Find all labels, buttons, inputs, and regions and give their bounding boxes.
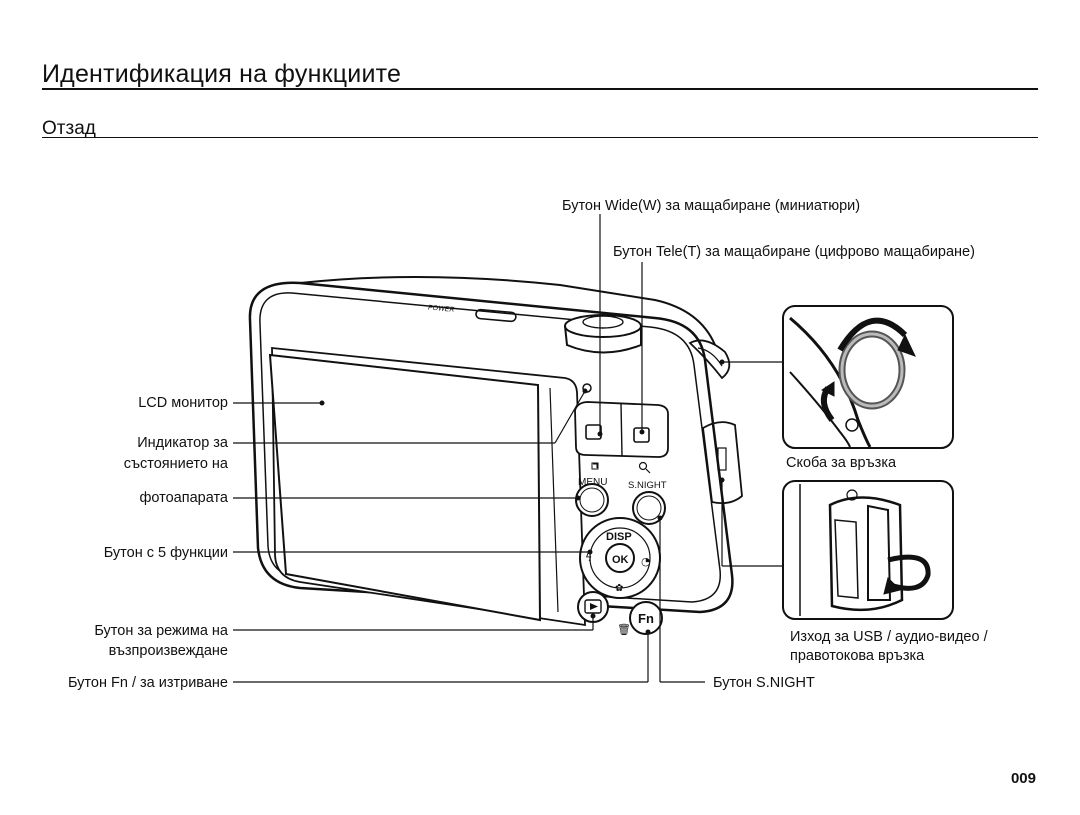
ok-label: OK bbox=[612, 554, 629, 566]
status-lamp-callout-line3: фотоапарата bbox=[139, 490, 228, 506]
snight-button bbox=[632, 491, 666, 525]
section-title: Отзад bbox=[42, 118, 96, 139]
status-lamp-callout-line2: състоянието на bbox=[123, 456, 228, 472]
usb-callout-line2: правотокова връзка bbox=[790, 648, 925, 664]
fn-label: Fn bbox=[638, 611, 654, 626]
five-function-callout: Бутон с 5 функции bbox=[103, 545, 228, 561]
strap-callout: Скоба за връзка bbox=[786, 455, 897, 471]
tele-zoom-callout: Бутон Tele(T) за мащабиране (цифрово мащ… bbox=[613, 244, 975, 260]
power-label: POWER bbox=[428, 305, 455, 314]
status-lamp-callout-line1: Индикатор за bbox=[137, 435, 228, 451]
usb-callout-line1: Изход за USB / аудио-видео / bbox=[790, 629, 988, 645]
thumbnail-icon bbox=[591, 462, 599, 470]
fn-callout: Бутон Fn / за изтриване bbox=[67, 675, 228, 691]
page-title: Идентификация на функциите bbox=[42, 60, 402, 88]
section-rule bbox=[42, 137, 1038, 138]
page-number: 009 bbox=[1010, 770, 1036, 787]
lcd-monitor bbox=[268, 347, 586, 627]
zoom-buttons bbox=[574, 401, 669, 474]
macro-icon: ✿ bbox=[615, 583, 623, 594]
wide-zoom-callout: Бутон Wide(W) за мащабиране (миниатюри) bbox=[562, 198, 861, 214]
playback-callout-line1: Бутон за режима на bbox=[94, 623, 228, 639]
menu-label: MENU bbox=[578, 477, 607, 488]
timer-icon: ◔ bbox=[641, 555, 651, 568]
usb-inset bbox=[782, 480, 954, 620]
fn-button bbox=[629, 601, 663, 635]
playback-callout-line2: възпроизвеждане bbox=[108, 643, 228, 659]
flash-icon: ϟ bbox=[585, 551, 592, 564]
snight-label: S.NIGHT bbox=[628, 480, 667, 491]
magnify-icon bbox=[638, 461, 648, 471]
title-rule bbox=[42, 88, 1038, 90]
lcd-callout: LCD монитор bbox=[138, 395, 228, 411]
play-button bbox=[577, 591, 609, 623]
strap-inset bbox=[782, 305, 954, 449]
callout-lines bbox=[233, 214, 783, 683]
snight-callout: Бутон S.NIGHT bbox=[713, 675, 815, 691]
menu-button bbox=[575, 483, 609, 517]
disp-label: DISP bbox=[606, 531, 632, 543]
trash-icon: 🗑 bbox=[617, 623, 631, 636]
five-function-pad bbox=[579, 517, 661, 599]
